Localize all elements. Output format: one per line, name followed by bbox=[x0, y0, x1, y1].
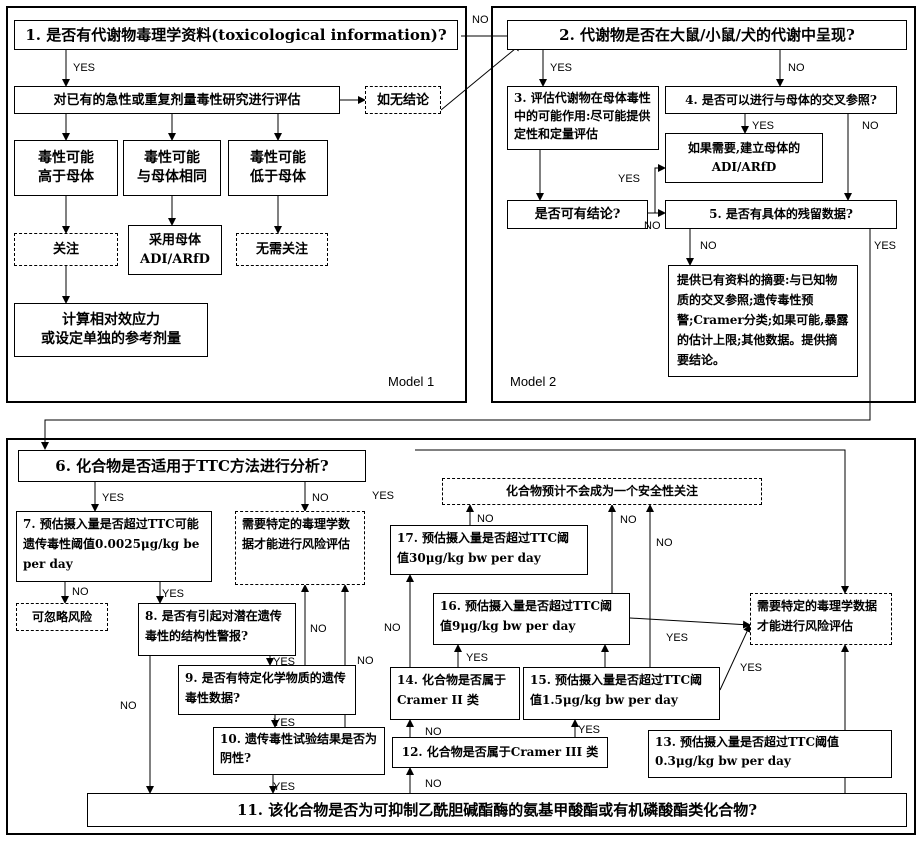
node-set-parent-adi: 如果需要,建立母体的 ADI/ARfD bbox=[665, 133, 823, 183]
node-q8: 8. 是否有引起对潜在遗传毒性的结构性警报? bbox=[138, 603, 296, 656]
label-yes: YES bbox=[666, 632, 689, 644]
label-yes: YES bbox=[874, 240, 897, 252]
label-no: NO bbox=[477, 513, 494, 525]
label-yes: YES bbox=[273, 717, 296, 729]
node-calc-relative-potency: 计算相对效应力 或设定单独的参考剂量 bbox=[14, 303, 208, 357]
label-no: NO bbox=[862, 120, 879, 132]
label-yes: YES bbox=[618, 173, 641, 185]
node-q6: 6. 化合物是否适用于TTC方法进行分析? bbox=[18, 450, 366, 482]
node-q4: 4. 是否可以进行与母体的交叉参照? bbox=[665, 86, 897, 114]
node-evaluate: 对已有的急性或重复剂量毒性研究进行评估 bbox=[14, 86, 340, 114]
label-no: NO bbox=[425, 726, 442, 738]
node-no-conclusion: 如无结论 bbox=[365, 86, 441, 114]
node-adopt-parent-adi: 采用母体 ADI/ARfD bbox=[128, 225, 222, 275]
label-no: NO bbox=[644, 220, 661, 232]
label-yes: YES bbox=[102, 492, 125, 504]
node-summary: 提供已有资料的摘要:与已知物质的交叉参照;遗传毒性预警;Cramer分类;如果可… bbox=[668, 265, 858, 377]
node-negligible-risk: 可忽略风险 bbox=[16, 603, 108, 631]
model1-frame bbox=[6, 6, 467, 403]
label-no: NO bbox=[620, 514, 637, 526]
label-yes: YES bbox=[73, 62, 96, 74]
node-q5: 5. 是否有具体的残留数据? bbox=[665, 200, 897, 229]
label-yes: YES bbox=[466, 652, 489, 664]
node-q11: 11. 该化合物是否为可抑制乙酰胆碱酯酶的氨基甲酸酯或有机磷酸酯类化合物? bbox=[87, 793, 907, 827]
model2-label: Model 2 bbox=[510, 374, 557, 389]
label-no: NO bbox=[357, 655, 374, 667]
label-no: NO bbox=[312, 492, 329, 504]
node-q14: 14. 化合物是否属于Cramer II 类 bbox=[390, 667, 520, 720]
node-lower-toxicity: 毒性可能 低于母体 bbox=[228, 140, 328, 196]
label-yes: YES bbox=[550, 62, 573, 74]
label-no: NO bbox=[310, 623, 327, 635]
label-yes: YES bbox=[740, 662, 763, 674]
node-higher-toxicity: 毒性可能 高于母体 bbox=[14, 140, 118, 196]
node-concern: 关注 bbox=[14, 233, 118, 266]
node-q15: 15. 预估摄入量是否超过TTC阈值1.5μg/kg bw per day bbox=[523, 667, 720, 720]
node-same-toxicity: 毒性可能 与母体相同 bbox=[123, 140, 221, 196]
label-no: NO bbox=[72, 586, 89, 598]
node-no-safety-concern: 化合物预计不会成为一个安全性关注 bbox=[442, 478, 762, 505]
node-q10: 10. 遗传毒性试验结果是否为阴性? bbox=[213, 727, 385, 775]
label-yes: YES bbox=[578, 724, 601, 736]
label-yes: YES bbox=[372, 490, 395, 502]
node-q7: 7. 预估摄入量是否超过TTC可能遗传毒性阈值0.0025μg/kg be pe… bbox=[16, 511, 212, 582]
node-q16: 16. 预估摄入量是否超过TTC阈值9μg/kg bw per day bbox=[433, 593, 630, 645]
label-no: NO bbox=[700, 240, 717, 252]
node-q3: 3. 评估代谢物在母体毒性中的可能作用:尽可能提供定性和定量评估 bbox=[507, 86, 659, 150]
node-q9: 9. 是否有特定化学物质的遗传毒性数据? bbox=[178, 665, 356, 715]
node-need-tox-data-1: 需要特定的毒理学数据才能进行风险评估 bbox=[235, 511, 365, 585]
model1-label: Model 1 bbox=[388, 374, 435, 389]
label-yes: YES bbox=[273, 781, 296, 793]
label-no: NO bbox=[425, 778, 442, 790]
label-no: NO bbox=[788, 62, 805, 74]
label-yes: YES bbox=[752, 120, 775, 132]
label-yes: YES bbox=[273, 656, 296, 668]
node-no-concern: 无需关注 bbox=[236, 233, 328, 266]
model2-frame bbox=[491, 6, 916, 403]
node-q12: 12. 化合物是否属于Cramer III 类 bbox=[392, 737, 608, 768]
node-q17: 17. 预估摄入量是否超过TTC阈值30μg/kg bw per day bbox=[390, 525, 588, 575]
label-yes: YES bbox=[162, 588, 185, 600]
label-no: NO bbox=[384, 622, 401, 634]
label-no: NO bbox=[120, 700, 137, 712]
node-q1: 1. 是否有代谢物毒理学资料(toxicological information… bbox=[14, 20, 458, 50]
node-q13: 13. 预估摄入量是否超过TTC阈值0.3μg/kg bw per day bbox=[648, 730, 892, 778]
label-no: NO bbox=[472, 14, 489, 26]
node-q2: 2. 代谢物是否在大鼠/小鼠/犬的代谢中呈现? bbox=[507, 20, 907, 50]
node-need-tox-data-2: 需要特定的毒理学数据才能进行风险评估 bbox=[750, 593, 892, 645]
label-no: NO bbox=[656, 537, 673, 549]
node-conclusion: 是否可有结论? bbox=[507, 200, 648, 229]
ttc-frame bbox=[6, 438, 916, 835]
